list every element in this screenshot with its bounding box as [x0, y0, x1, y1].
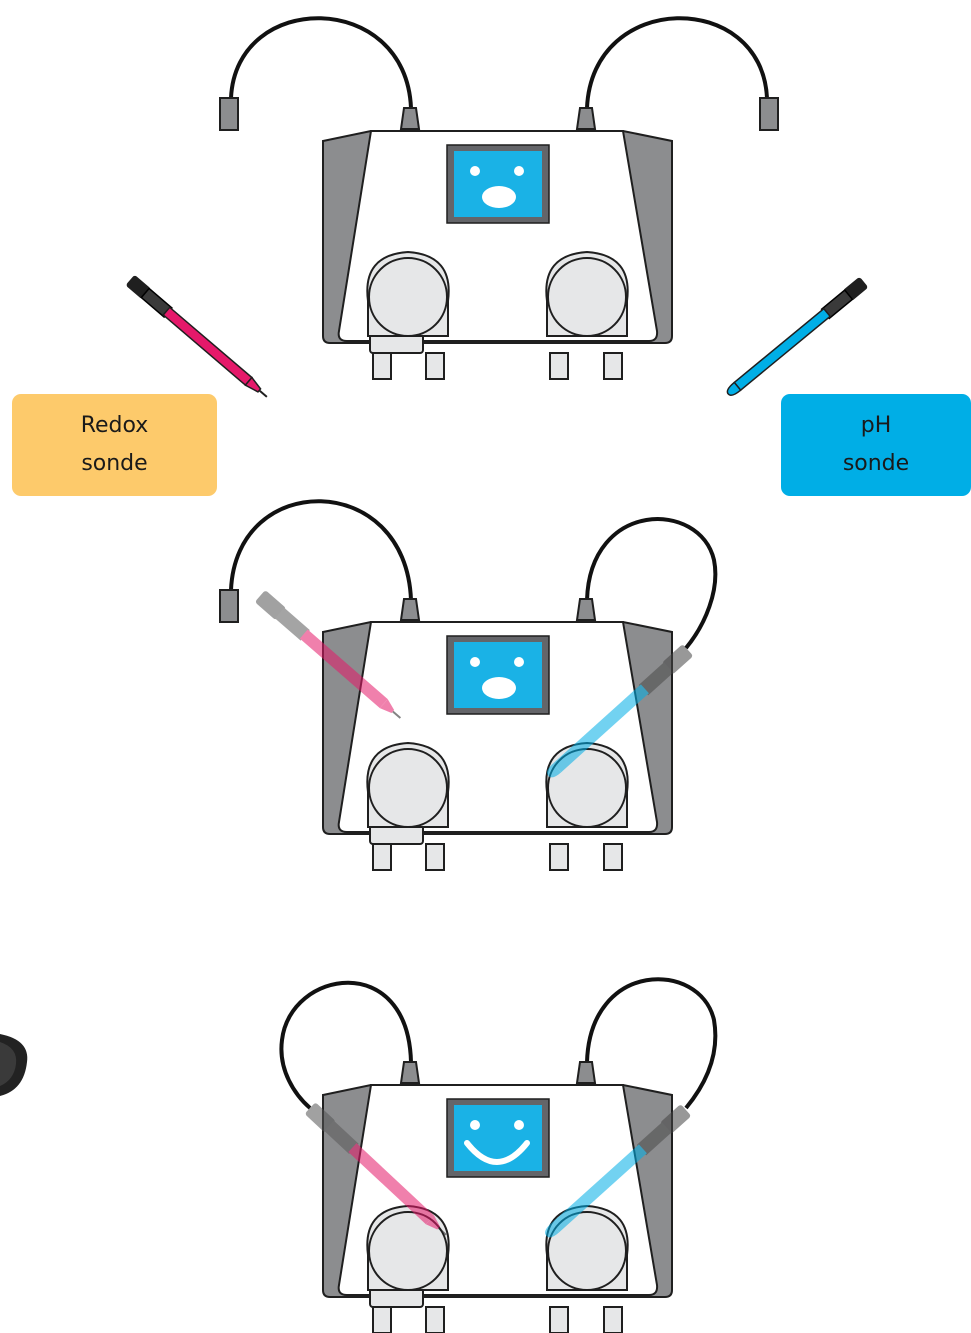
redox-probe: [124, 273, 273, 404]
ph-label-line1: pH: [860, 413, 892, 438]
left-cable-plug: [219, 97, 239, 131]
right-cable-plug: [759, 97, 779, 131]
left-cable-plug: [219, 589, 239, 623]
ph-label-line2: sonde: [842, 451, 910, 476]
ph-sonde-label: pH sonde: [781, 394, 971, 496]
ph-probe: [722, 275, 870, 401]
left-cable: [229, 16, 413, 109]
right-cable: [585, 16, 769, 109]
redox-sonde-label: Redox sonde: [12, 394, 217, 496]
device-unit-2: [219, 499, 718, 871]
redox-label-line1: Redox: [80, 413, 149, 438]
device-unit-3: [279, 977, 718, 1333]
cap-icon: [0, 1034, 28, 1096]
redox-label-line2: sonde: [81, 451, 148, 476]
left-cable: [279, 980, 413, 1110]
left-cable: [229, 499, 413, 601]
device-unit-1: [219, 16, 779, 380]
right-cable: [585, 977, 718, 1110]
right-cable: [585, 517, 718, 650]
